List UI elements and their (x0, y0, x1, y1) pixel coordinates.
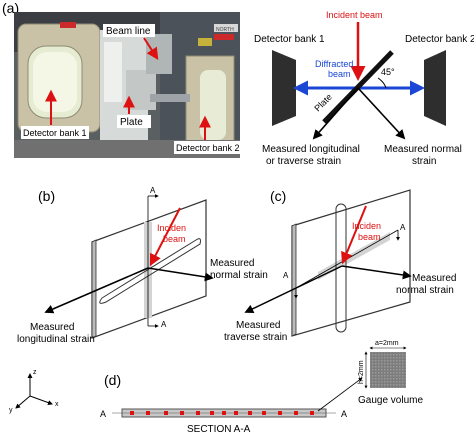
gauge-width-label: a=2mm (375, 340, 399, 347)
gauge-point-13 (310, 411, 314, 415)
gauge-point-1 (130, 411, 134, 415)
detector-bank-1-label: Detector bank 1 (254, 34, 325, 45)
section-d-left-label: A (100, 409, 106, 419)
detector-bank-2-photo-label: Detector bank 2 (176, 143, 240, 153)
plate-schematic-label: Plate (312, 92, 334, 114)
gauge-point-2 (146, 411, 150, 415)
normal-arrow-c (341, 265, 412, 280)
gauge-point-9 (248, 411, 252, 415)
traverse-label-c-1: Measured (236, 320, 280, 331)
longitudinal-strain-label-1: Measured longitudinal (262, 144, 360, 155)
photo-sticker-text: NORTH (216, 27, 234, 33)
detector-bank-2-photo-box (174, 141, 240, 154)
gauge-point-7 (222, 411, 226, 415)
beam-line-label: Beam line (106, 26, 151, 37)
incident-label-b-2: beam (163, 234, 186, 244)
weld-slot-c (335, 203, 347, 333)
gauge-callout-arrow (317, 377, 363, 412)
plate-c (291, 189, 411, 337)
x-axis-label: x (55, 401, 59, 408)
beam-line-arrow (143, 37, 159, 61)
gauge-point-12 (294, 411, 298, 415)
angle-label: 45° (381, 67, 395, 77)
incident-beam-label: Incident beam (326, 10, 383, 20)
traverse-label-c-2: traverse strain (224, 332, 287, 343)
panel-c-letter: (c) (270, 188, 286, 204)
longitudinal-strain-label-2: or traverse strain (266, 156, 341, 167)
section-bottom-label-b: A (161, 320, 167, 329)
section-right-label-c: A (400, 223, 406, 232)
section-left-label-c: A (283, 271, 289, 280)
detector-bank-2-label: Detector bank 2 (405, 34, 474, 45)
normal-label-c-1: Measured (412, 273, 456, 284)
detector-bank-1-shape (272, 50, 296, 126)
detector-bank-2-shape (424, 50, 446, 126)
incident-label-c-2: beam (358, 232, 381, 242)
weld-slot-b (99, 238, 201, 304)
incident-beam-c (341, 205, 367, 265)
panel-d-letter: (d) (104, 372, 121, 388)
beam-line-label-box (103, 24, 155, 37)
incident-label-c-1: Inciden (352, 221, 381, 231)
normal-label-b-1: Measured (210, 258, 254, 269)
diffracted-beam-label-1: Diffracted (315, 59, 353, 69)
y-axis-label: y (9, 407, 13, 414)
angle-arc (377, 77, 387, 89)
longitudinal-label-b-1: Measured (30, 322, 74, 333)
plate-schematic (322, 50, 394, 124)
longitudinal-strain-arrow (312, 87, 359, 140)
gauge-point-8 (234, 411, 238, 415)
incident-beam-b (149, 207, 181, 267)
panel-b-letter: (b) (38, 188, 55, 204)
gauge-point-11 (278, 411, 282, 415)
gauge-point-5 (196, 411, 200, 415)
plate-b-edge (91, 239, 97, 339)
x-axis (29, 395, 53, 405)
incident-label-b-1: Inciden (157, 223, 186, 233)
gauge-point-3 (164, 411, 168, 415)
section-aa-label: SECTION A-A (187, 424, 251, 435)
gauge-volume-label: Gauge volume (358, 395, 423, 406)
section-top-label-b: A (150, 186, 156, 195)
longitudinal-arrow-b (44, 267, 149, 314)
z-axis-label: z (33, 369, 37, 376)
diffracted-beam-label-2: beam (328, 69, 351, 79)
normal-strain-label-1: Measured normal (384, 144, 462, 155)
gauge-points (130, 411, 314, 415)
section-d-right-label: A (341, 409, 347, 419)
plate-photo-label: Plate (120, 117, 143, 128)
normal-strain-arrow (357, 87, 406, 140)
normal-label-b-2: normal strain (210, 270, 268, 281)
detector-bank-1-photo-box (21, 126, 89, 139)
gauge-point-4 (180, 411, 184, 415)
plate-label-box (117, 115, 151, 128)
normal-arrow-b (147, 267, 214, 282)
plate-c-edge (291, 223, 297, 337)
traverse-arrow-c (244, 265, 343, 313)
y-axis (15, 395, 31, 409)
normal-label-c-2: normal strain (396, 285, 454, 296)
gauge-height-label: h=2mm (358, 360, 365, 384)
normal-strain-label-2: strain (412, 156, 436, 167)
longitudinal-label-b-2: longitudinal strain (17, 334, 95, 345)
gauge-volume-square (370, 352, 406, 388)
gauge-point-6 (210, 411, 214, 415)
gauge-point-10 (262, 411, 266, 415)
axes-triad: z x y (9, 369, 59, 414)
detector-bank-1-photo-label: Detector bank 1 (23, 128, 87, 138)
